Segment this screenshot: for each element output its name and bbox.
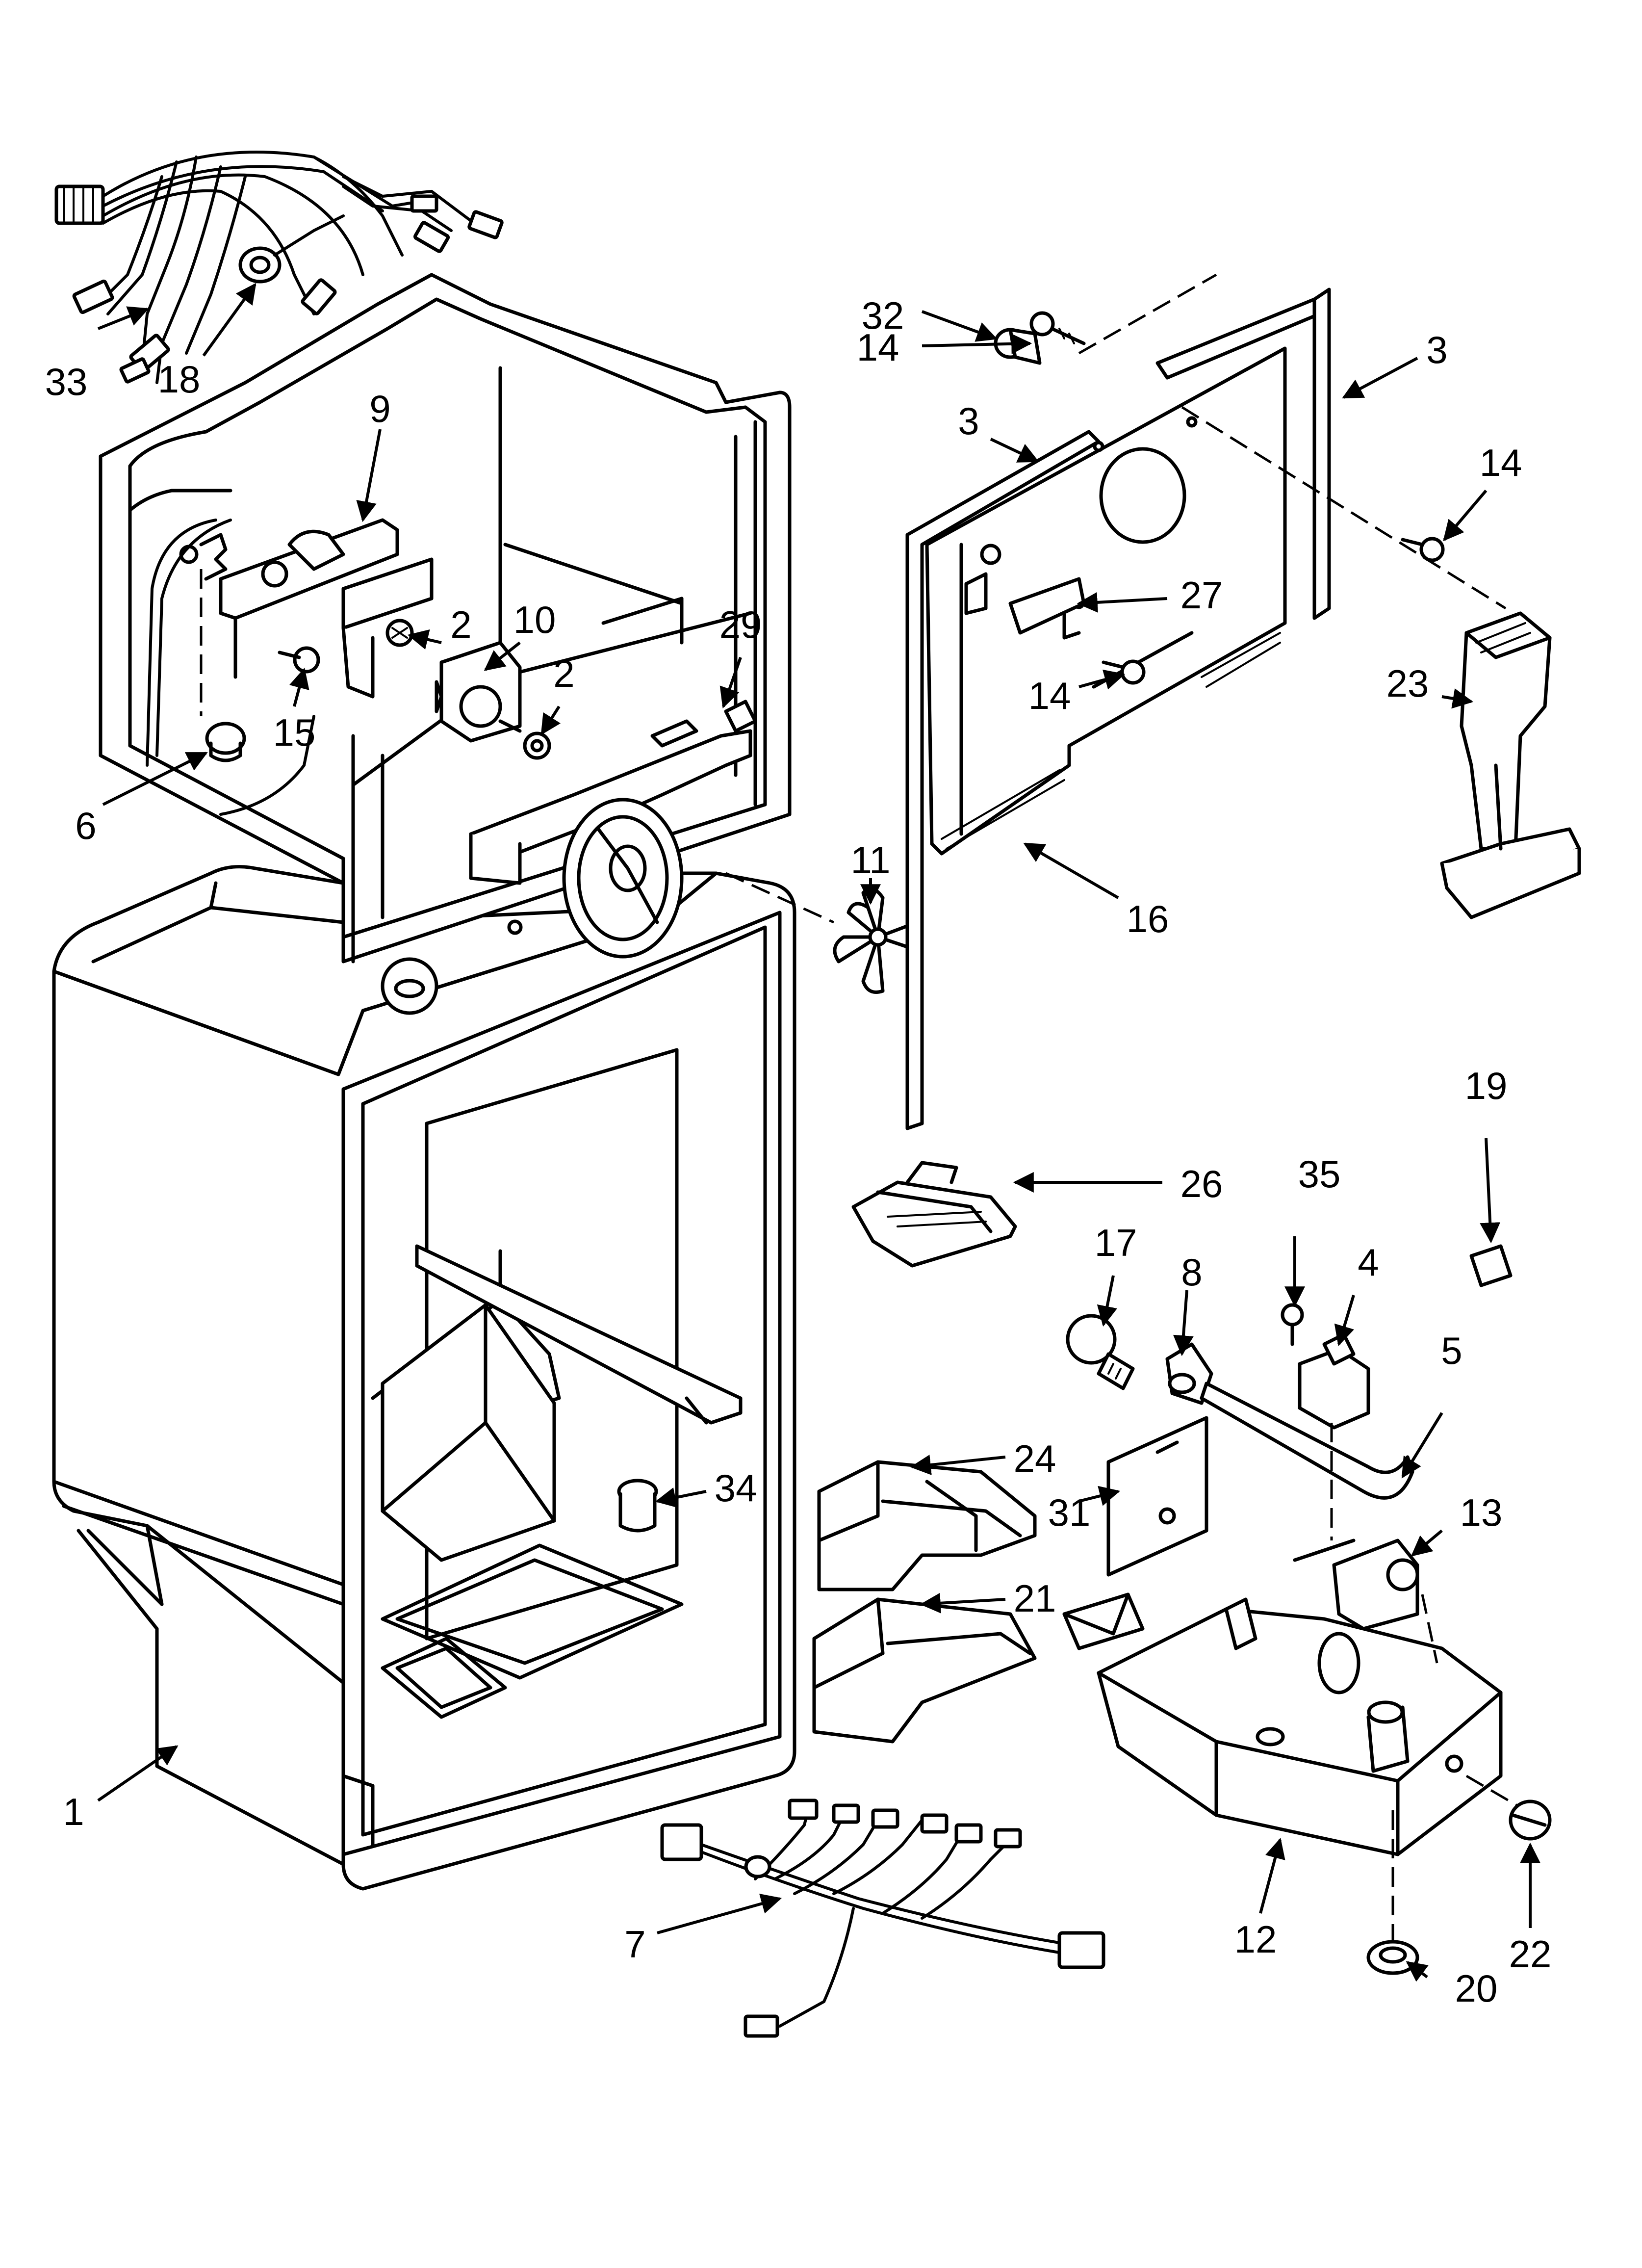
callout-2a: 2	[450, 603, 471, 646]
callout-5: 5	[1441, 1329, 1462, 1372]
light-bulb-17[interactable]	[1066, 1314, 1135, 1390]
callout-35: 35	[1298, 1152, 1341, 1196]
callout-33: 33	[45, 360, 88, 403]
callout-24: 24	[1014, 1437, 1056, 1480]
callout-21: 21	[1014, 1577, 1056, 1620]
bracket-31[interactable]	[1106, 1416, 1208, 1577]
cabinet[interactable]	[52, 865, 796, 1891]
callout-29: 29	[719, 603, 762, 646]
screw-35[interactable]	[1281, 1303, 1304, 1346]
upper-wire-harness[interactable]	[54, 151, 504, 384]
callout-4: 4	[1358, 1241, 1379, 1284]
gasket-3-right[interactable]	[1155, 287, 1331, 620]
callout-3a: 3	[958, 399, 979, 443]
callout-17: 17	[1095, 1221, 1137, 1264]
cap-32[interactable]	[994, 328, 1042, 365]
control-housing-26[interactable]	[851, 1161, 1017, 1268]
callout-15: 15	[273, 711, 316, 754]
callout-7: 7	[624, 1923, 645, 1966]
plug-6[interactable]	[205, 722, 246, 762]
callout-10: 10	[513, 598, 556, 641]
gasket-piece[interactable]	[1062, 1592, 1145, 1650]
freezer-liner[interactable]	[99, 273, 792, 964]
evaporator-cover-16[interactable]	[925, 273, 1507, 856]
callout-14b: 14	[1480, 441, 1522, 484]
knob-22[interactable]	[1509, 1799, 1552, 1841]
callout-labels: 1 2 2 3 3 4 5 6 7 8 9 10 11 12 13 14 14 …	[45, 294, 1552, 2010]
callout-14c: 14	[1028, 674, 1071, 717]
screw-2a[interactable]	[385, 619, 414, 647]
callout-8: 8	[1181, 1251, 1202, 1294]
gasket-3-left[interactable]	[905, 430, 1101, 1130]
nut-2b[interactable]	[523, 731, 551, 760]
callout-32: 32	[862, 294, 904, 337]
screw-14-top[interactable]	[1029, 311, 1086, 345]
callout-2b: 2	[553, 652, 574, 695]
control-4[interactable]	[1298, 1332, 1370, 1430]
callout-23: 23	[1386, 662, 1429, 705]
shroud-12[interactable]	[1097, 1594, 1526, 1943]
callout-16: 16	[1127, 897, 1169, 940]
callout-9: 9	[369, 387, 390, 430]
screw-14-right[interactable]	[1401, 537, 1445, 562]
clip-19[interactable]	[1469, 1244, 1513, 1287]
callout-13: 13	[1460, 1491, 1503, 1534]
callout-11: 11	[851, 838, 891, 882]
callout-14a: 14	[857, 326, 899, 369]
callout-22: 22	[1509, 1932, 1552, 1976]
lower-wire-harness-7[interactable]	[660, 1799, 1105, 2038]
callout-31: 31	[1048, 1491, 1091, 1534]
thermostat-13[interactable]	[1293, 1423, 1419, 1631]
callout-12: 12	[1234, 1918, 1277, 1961]
callout-20: 20	[1455, 1967, 1498, 2010]
housing-24[interactable]	[817, 1460, 1037, 1591]
fan-shroud[interactable]	[469, 700, 757, 959]
callout-34: 34	[715, 1466, 757, 1510]
duct-21[interactable]	[812, 1597, 1037, 1744]
callout-6: 6	[75, 804, 96, 847]
callout-18: 18	[158, 358, 201, 401]
fan-bracket[interactable]	[219, 518, 434, 699]
callout-1: 1	[63, 1790, 84, 1833]
leader-lines	[97, 283, 1540, 1982]
callout-19: 19	[1465, 1064, 1508, 1107]
callout-27: 27	[1180, 574, 1223, 617]
grommet-20[interactable]	[1366, 1940, 1419, 1975]
cap-34[interactable]	[617, 1479, 658, 1533]
callout-26: 26	[1180, 1162, 1223, 1205]
air-duct-23[interactable]	[1440, 611, 1581, 919]
callout-3b: 3	[1426, 328, 1447, 371]
